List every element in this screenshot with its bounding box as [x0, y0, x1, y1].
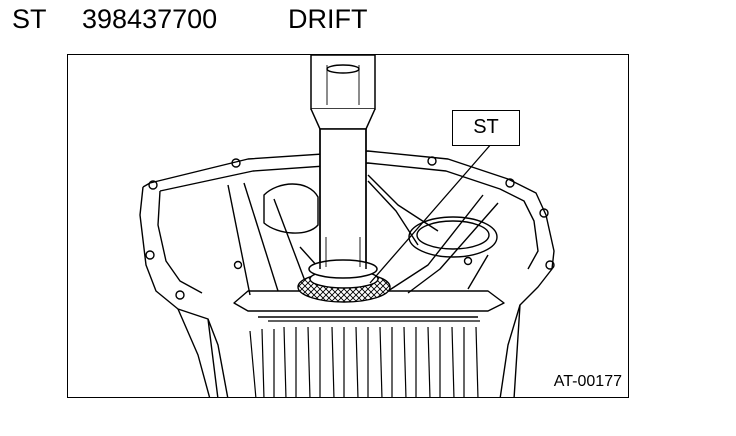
drift-tool: [308, 55, 378, 279]
transmission-case-drawing: [139, 55, 555, 397]
tool-code: ST: [12, 4, 47, 34]
tool-part-number: 398437700: [82, 4, 218, 34]
illustration-frame: ST AT-00177: [67, 54, 629, 398]
tool-name: DRIFT: [288, 4, 368, 34]
housing-outline: [139, 150, 555, 397]
cooling-fins: [249, 320, 480, 397]
callout-label-st: ST: [452, 110, 520, 146]
callout-leader-line: [369, 142, 493, 284]
figure-id: AT-00177: [553, 373, 622, 390]
